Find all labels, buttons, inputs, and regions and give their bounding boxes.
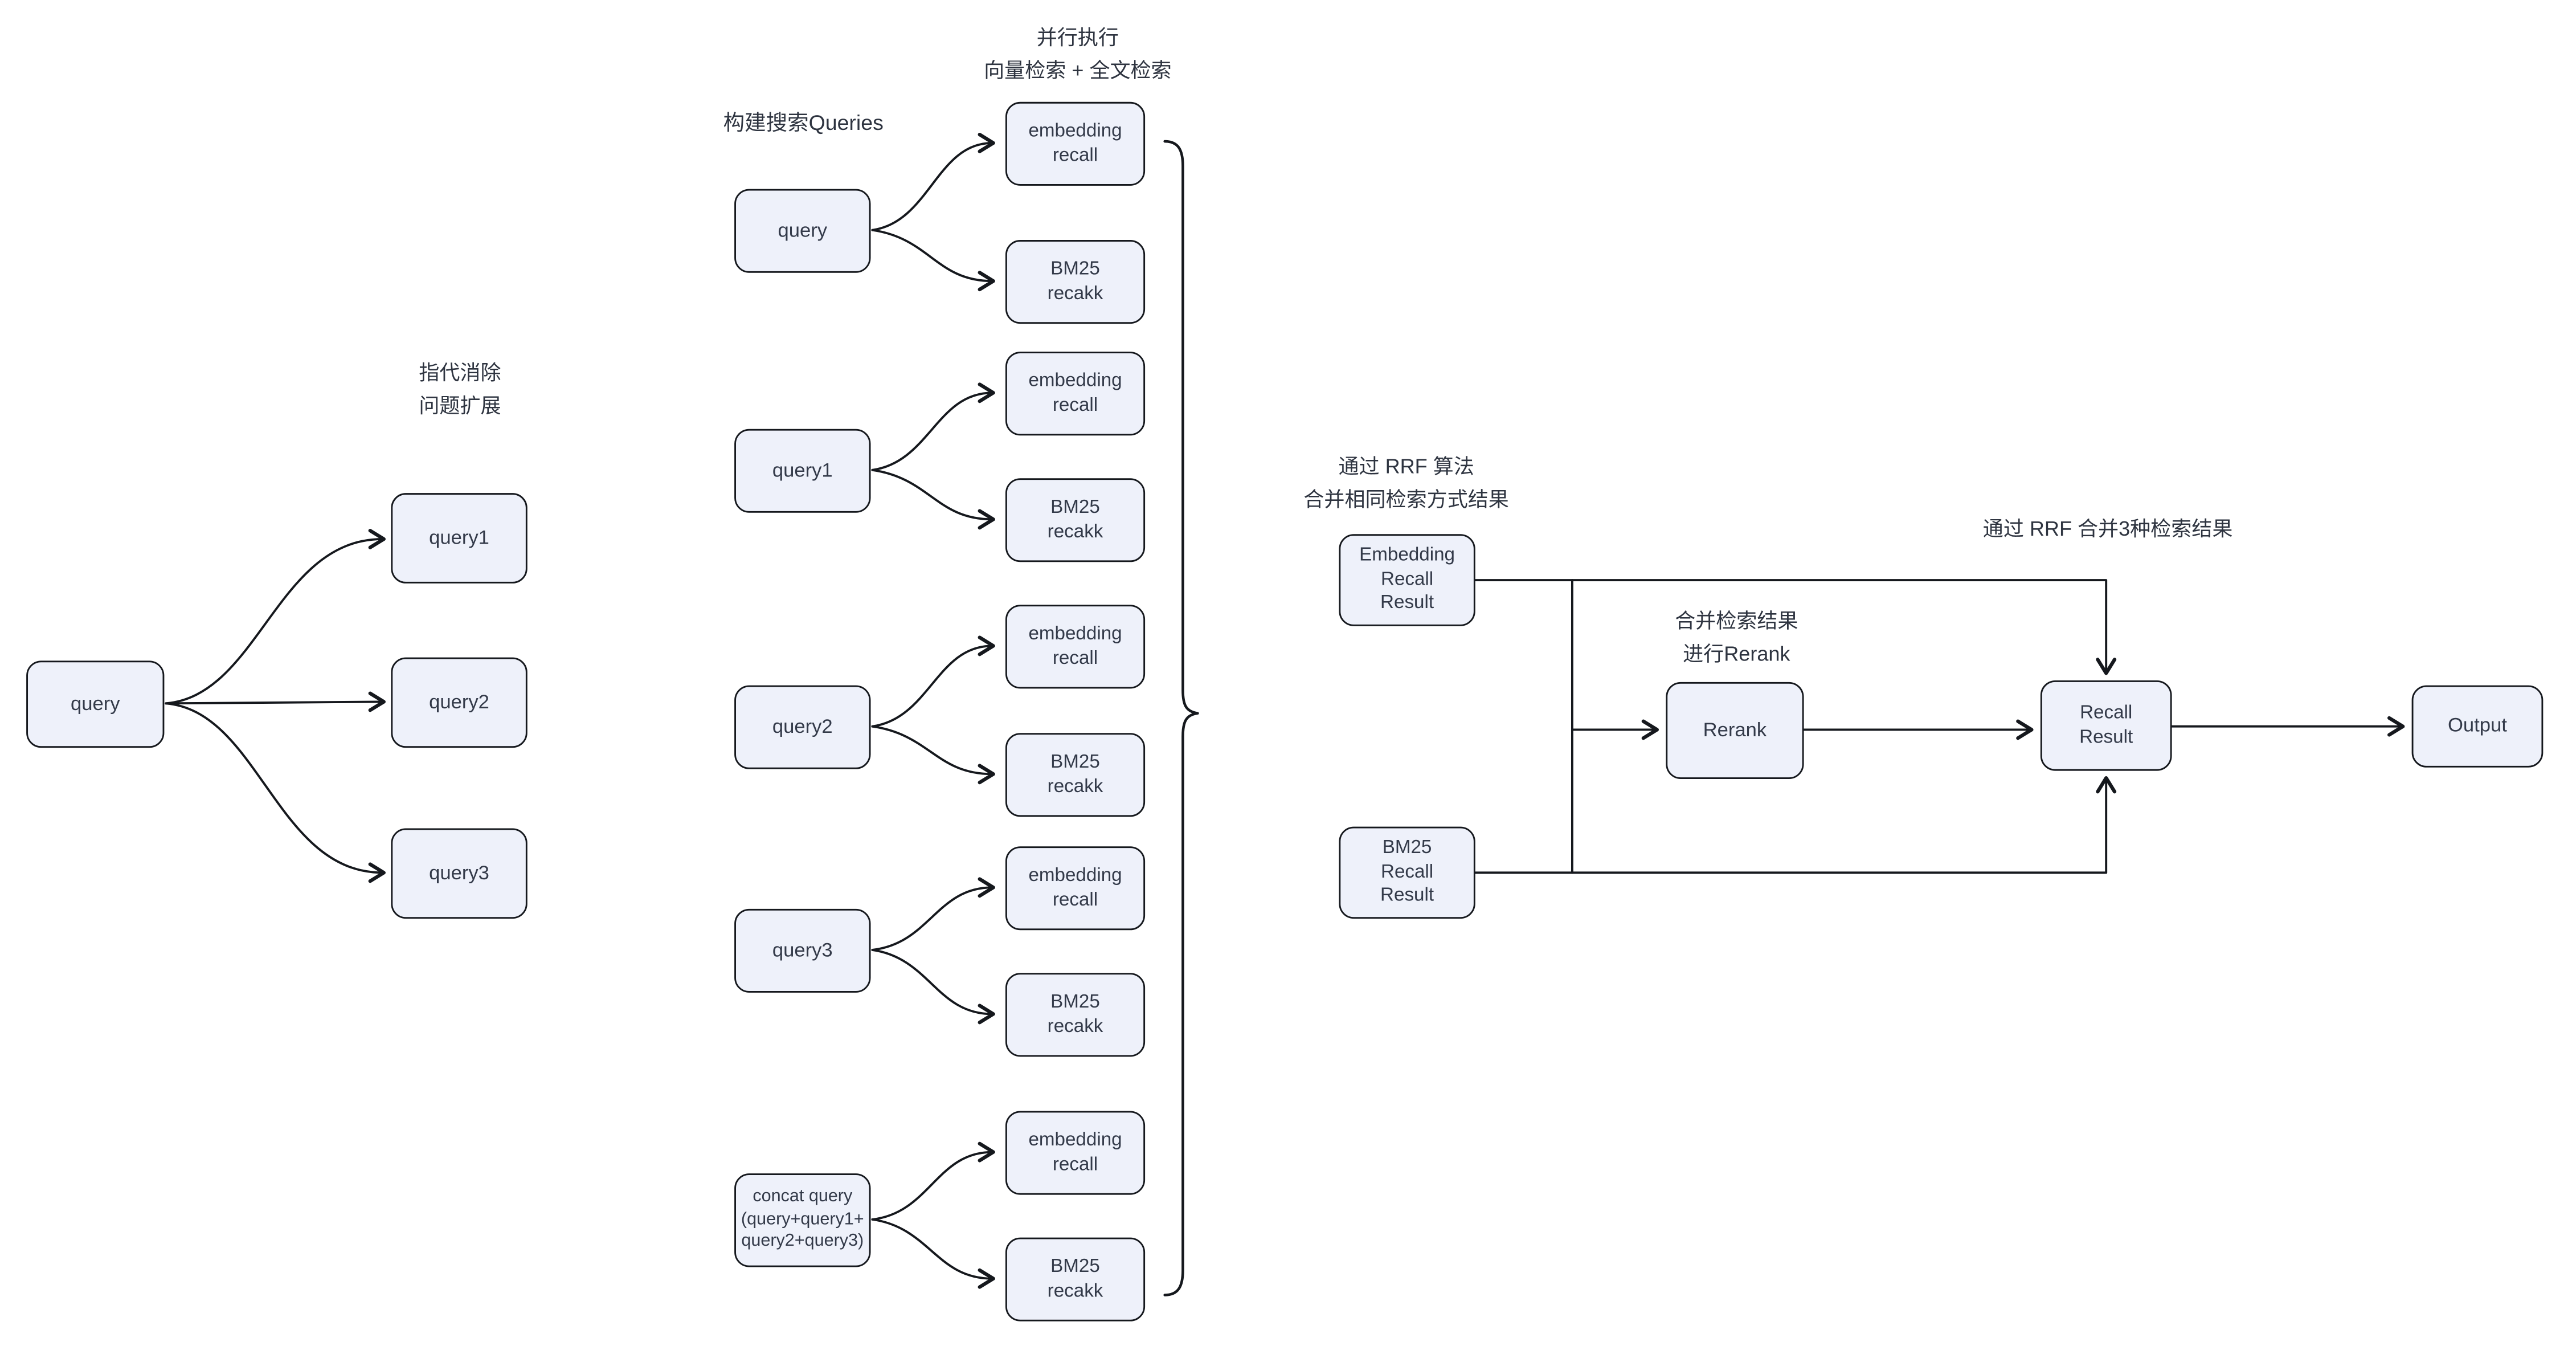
node-left-query: query: [26, 660, 165, 748]
label-coref-expand: 指代消除 问题扩展: [419, 361, 501, 417]
label-merge-rerank: 合并检索结果 进行Rerank: [1675, 609, 1798, 666]
edge-midq3-bm25: [871, 948, 995, 1025]
node-bm25-recall-2: BM25 recakk: [1005, 478, 1146, 562]
node-mid-query3: query3: [734, 908, 871, 993]
node-output: Output: [2411, 685, 2544, 768]
edge-embres-to-recallresult: [1474, 579, 2117, 675]
edge-midq0-embedding: [871, 132, 995, 231]
node-rerank: Rerank: [1666, 682, 1804, 779]
node-recall-result: Recall Result: [2040, 680, 2172, 771]
node-embedding-recall-5: embedding recall: [1005, 1111, 1146, 1195]
label-build-queries: 构建搜索Queries: [723, 110, 884, 135]
node-embedding-recall-result: Embedding Recall Result: [1339, 534, 1475, 626]
node-bm25-recall-result: BM25 Recall Result: [1339, 826, 1475, 919]
node-mid-query: query: [734, 189, 871, 273]
label-rrf-merge-three: 通过 RRF 合并3种检索结果: [1982, 517, 2233, 541]
node-left-query1: query1: [391, 493, 528, 584]
node-bm25-recall-3: BM25 recakk: [1005, 733, 1146, 817]
edge-midq2-embedding: [871, 635, 995, 728]
node-embedding-recall-4: embedding recall: [1005, 846, 1146, 931]
node-mid-query2: query2: [734, 685, 871, 769]
node-bm25-recall-4: BM25 recakk: [1005, 973, 1146, 1057]
node-mid-concat-query: concat query (query+query1+ query2+query…: [734, 1173, 871, 1267]
edge-midq3-embedding: [871, 877, 995, 951]
label-rrf-same-method: 通过 RRF 算法 合并相同检索方式结果: [1303, 455, 1509, 511]
node-left-query3: query3: [391, 828, 528, 919]
label-parallel-exec: 并行执行 向量检索 + 全文检索: [984, 26, 1172, 82]
node-embedding-recall-2: embedding recall: [1005, 352, 1146, 436]
edge-concat-bm25: [871, 1218, 995, 1289]
node-embedding-recall-3: embedding recall: [1005, 605, 1146, 689]
edge-midq1-bm25: [871, 468, 995, 530]
edge-query-to-query1: [165, 529, 386, 705]
edge-midq1-embedding: [871, 382, 995, 471]
node-embedding-recall-1: embedding recall: [1005, 101, 1146, 186]
node-bm25-recall-1: BM25 recakk: [1005, 240, 1146, 324]
edge-bm25res-to-recallresult: [1474, 776, 2117, 874]
edge-concat-embedding: [871, 1141, 995, 1221]
edge-midq2-bm25: [871, 725, 995, 785]
node-mid-query1: query1: [734, 429, 871, 513]
node-left-query2: query2: [391, 657, 528, 748]
edge-query-to-query2: [165, 691, 386, 712]
edge-query-to-query3: [165, 702, 386, 883]
edge-midq0-bm25: [871, 229, 995, 292]
node-bm25-recall-5: BM25 recakk: [1005, 1237, 1146, 1322]
brace-right: [1163, 140, 1199, 1296]
